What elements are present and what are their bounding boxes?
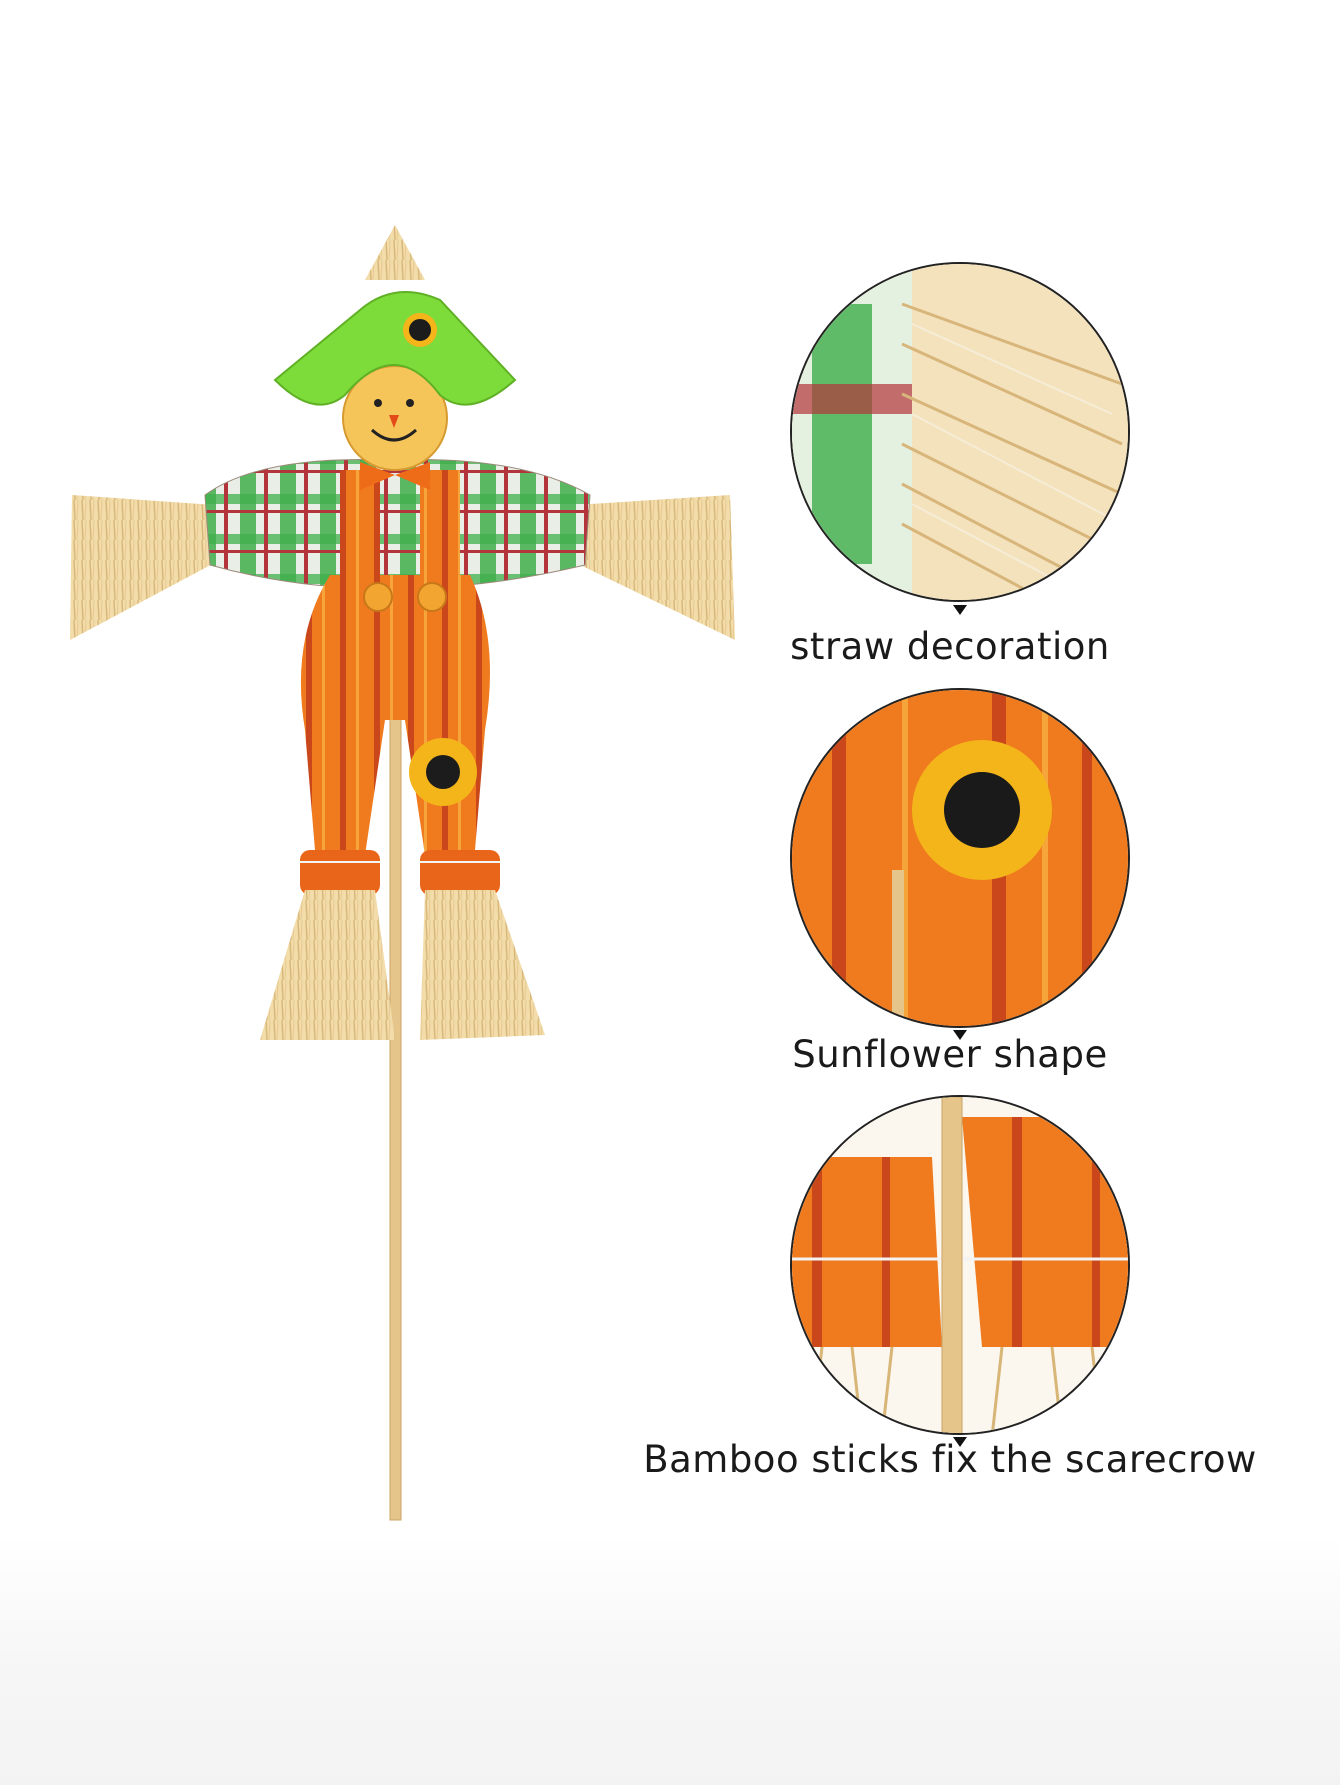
hat-flower <box>403 313 437 347</box>
left-button <box>363 582 393 612</box>
hat <box>273 291 517 406</box>
right-cuff <box>420 850 500 895</box>
straw-caption: straw decoration <box>790 625 1110 668</box>
sunflower-icon <box>912 740 1052 880</box>
right-button <box>417 582 447 612</box>
pointer-icon <box>953 1437 967 1447</box>
hat-top-straw <box>365 225 425 280</box>
pointer-icon <box>953 605 967 615</box>
right-arm-straw <box>570 495 735 640</box>
right-leg-straw <box>420 890 545 1040</box>
straw-detail-circle <box>790 262 1130 602</box>
bow-tie <box>360 462 430 490</box>
bottom-shadow <box>0 1535 1340 1785</box>
sunflower-caption: Sunflower shape <box>792 1033 1108 1076</box>
plaid-shirt <box>204 458 591 589</box>
sunflower-detail-circle <box>790 688 1130 1028</box>
left-arm-straw <box>70 495 220 640</box>
right-strap <box>420 470 460 585</box>
bamboo-stick-detail <box>941 1097 963 1433</box>
left-cuff <box>300 850 380 895</box>
bamboo-caption: Bamboo sticks fix the scarecrow <box>643 1438 1257 1481</box>
bamboo-detail-circle <box>790 1095 1130 1435</box>
scarecrow-illustration <box>70 225 735 1521</box>
pointer-icon <box>953 1030 967 1040</box>
sunflower-patch <box>409 738 477 806</box>
left-leg-straw <box>260 890 395 1040</box>
